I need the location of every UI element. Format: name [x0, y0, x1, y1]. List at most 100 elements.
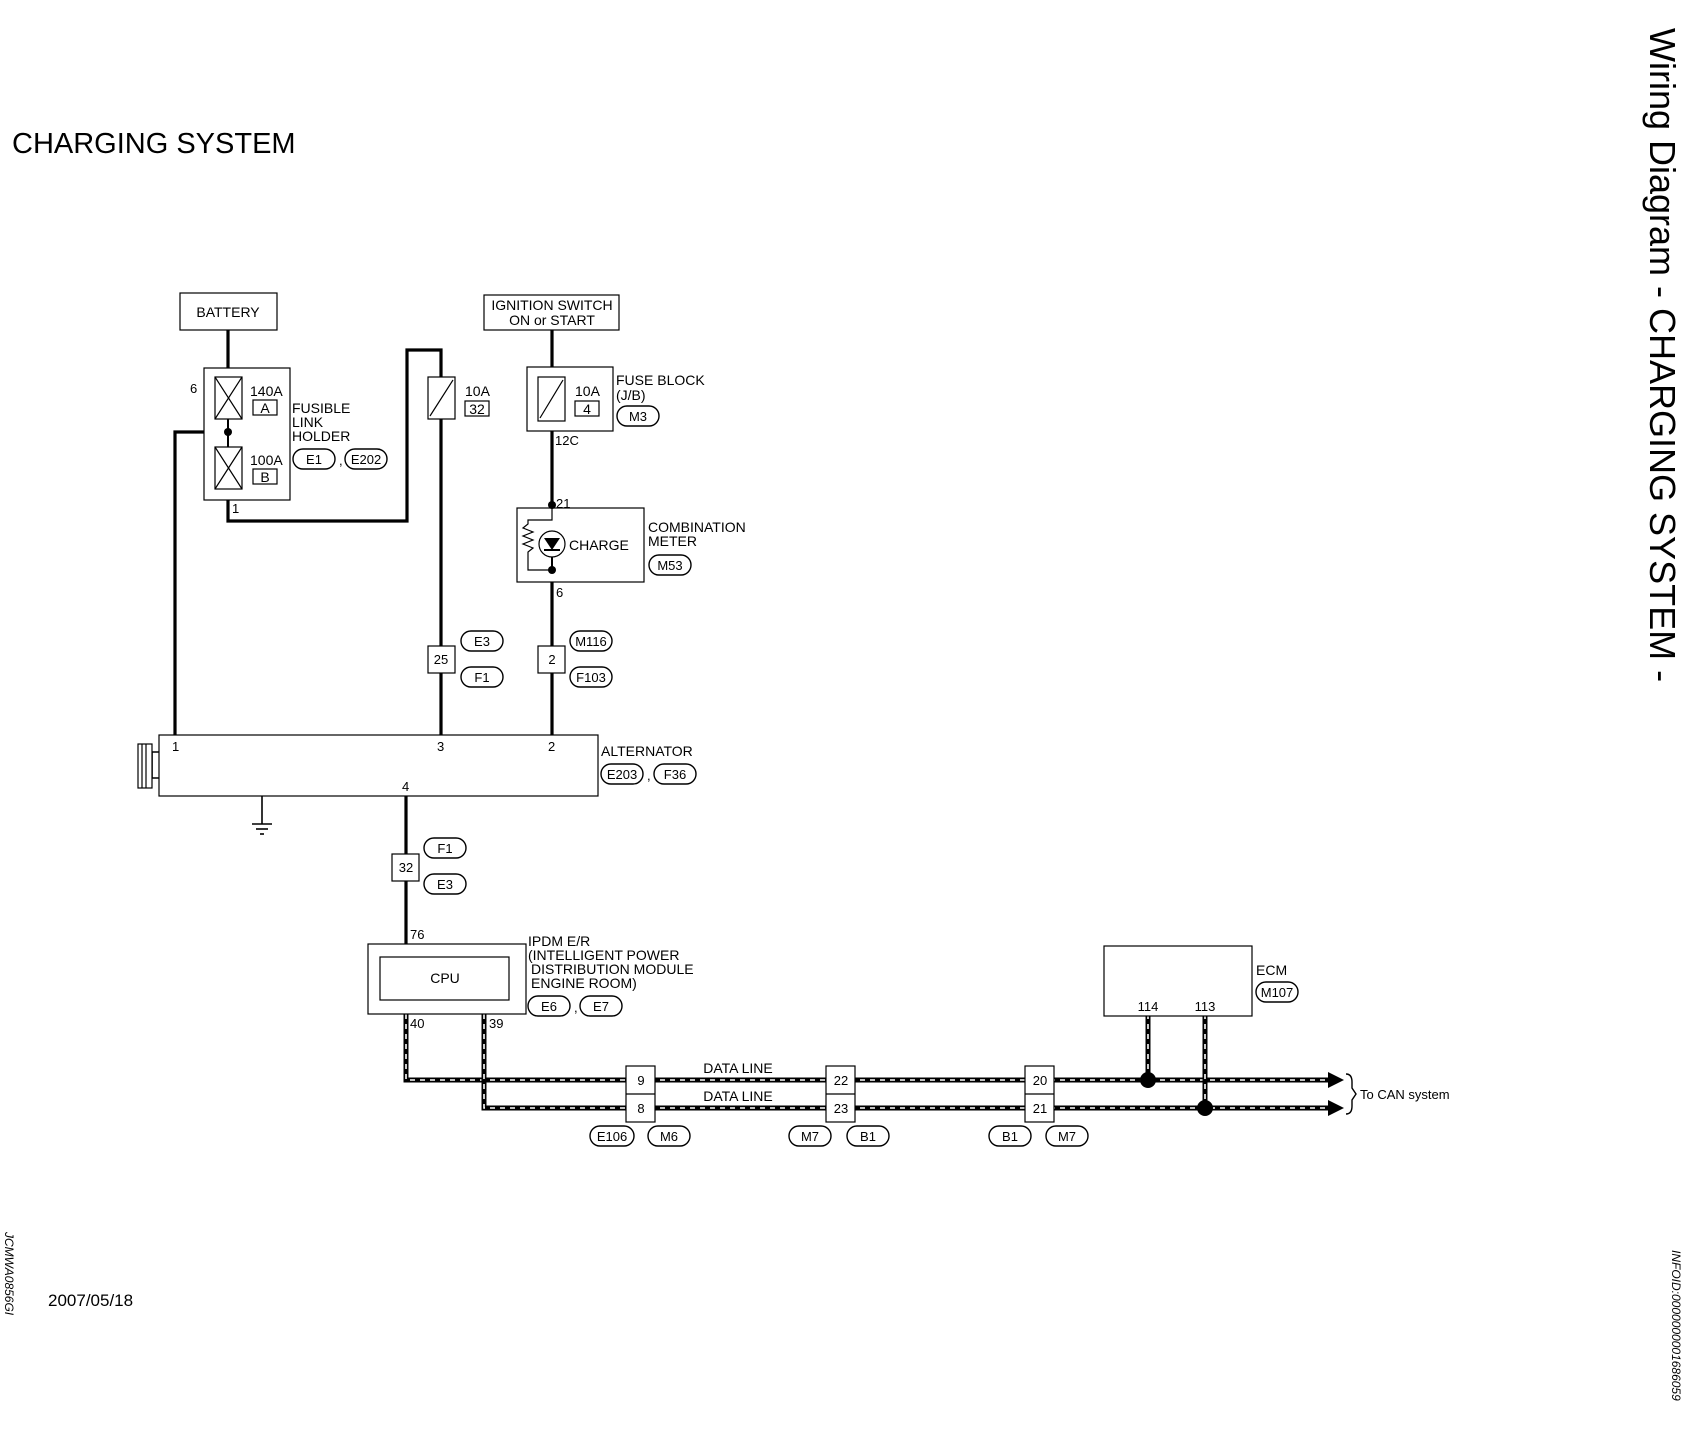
connector-badge — [589, 1125, 635, 1147]
junction-32 — [391, 853, 420, 882]
fuse-a-rating: 140A — [250, 383, 283, 399]
fuse-32-id: 32 — [469, 401, 485, 417]
alternator-name: ALTERNATOR — [601, 743, 693, 759]
can-h-line — [403, 1014, 1344, 1088]
fuse-block-name-line1: FUSE BLOCK — [616, 372, 705, 388]
alternator-pin-1: 1 — [172, 739, 179, 754]
fuse-b-rating: 100A — [250, 452, 283, 468]
ipdm-name-line1: IPDM E/R — [528, 933, 590, 949]
connector-badge — [846, 1125, 890, 1147]
junction-2 — [537, 645, 566, 674]
connector-badge — [423, 837, 467, 859]
ignition-label-line1: IGNITION SWITCH — [491, 297, 612, 313]
footer-left-code: JCMWA0856GI — [2, 1231, 16, 1316]
alternator — [137, 734, 599, 835]
connector-label: E203 — [607, 767, 637, 782]
fusible-link-holder — [203, 367, 291, 501]
connector-label: F36 — [664, 767, 686, 782]
joint-3-pin-bottom: 21 — [1033, 1101, 1047, 1116]
connector-badge — [648, 554, 692, 576]
ground-icon — [252, 823, 272, 835]
connector-badge — [647, 1125, 691, 1147]
joint-1-pin-bottom: 8 — [637, 1101, 644, 1116]
connector-separator: , — [647, 768, 651, 783]
battery-label: BATTERY — [196, 304, 260, 320]
connector-badge — [460, 666, 504, 688]
fusible-link-name-line2: LINK — [292, 414, 324, 430]
junction-2-pin: 2 — [548, 652, 555, 667]
fuse-block-id: 4 — [583, 401, 591, 417]
junction-32-pin: 32 — [399, 860, 413, 875]
connector-badge — [292, 448, 336, 470]
connector-label: B1 — [860, 1129, 876, 1144]
ipdm-name-line3: DISTRIBUTION MODULE — [531, 961, 694, 977]
joint-2-pin-bottom: 23 — [834, 1101, 848, 1116]
fusible-link-name-line3: HOLDER — [292, 428, 350, 444]
connector-label: M6 — [660, 1129, 678, 1144]
data-line-joint-3 — [1024, 1065, 1055, 1123]
connector-label: M3 — [629, 409, 647, 424]
connector-badge — [569, 630, 613, 652]
footer-info-id: INFOID:0000000001686059 — [1669, 1250, 1683, 1401]
ecm-name: ECM — [1256, 962, 1287, 978]
connector-badge — [1045, 1125, 1089, 1147]
fuse-b-id: B — [260, 469, 269, 485]
connector-label: B1 — [1002, 1129, 1018, 1144]
connector-badge — [460, 630, 504, 652]
connector-label: M116 — [575, 634, 607, 649]
alternator-pin-2: 2 — [548, 739, 555, 754]
connector-separator: , — [574, 1000, 578, 1015]
connector-badge — [616, 405, 660, 427]
connector-label: E7 — [593, 999, 609, 1014]
fuse-10a-32 — [427, 376, 490, 420]
joint-3-pin-top: 20 — [1033, 1073, 1047, 1088]
meter-name-line2: METER — [648, 533, 697, 549]
connector-badge — [527, 995, 571, 1017]
fuse-block — [526, 366, 614, 432]
footer-date: 2007/05/18 — [48, 1291, 133, 1310]
meter-pin-top: 21 — [556, 496, 570, 511]
connector-label: E3 — [474, 634, 490, 649]
fuse-a-id: A — [260, 400, 270, 416]
side-title: Wiring Diagram - CHARGING SYSTEM - — [1642, 28, 1683, 682]
cpu-box — [379, 956, 510, 1001]
alternator-pin-4: 4 — [402, 779, 409, 794]
connector-label: F1 — [474, 670, 489, 685]
connector-label: E202 — [351, 452, 381, 467]
data-line-label-bottom: DATA LINE — [703, 1088, 773, 1104]
connector-label: F103 — [576, 670, 606, 685]
connector-label: E6 — [541, 999, 557, 1014]
fusible-link-pin-left: 6 — [190, 381, 197, 396]
ignition-label-line2: ON or START — [509, 312, 595, 328]
fusible-link-name-line1: FUSIBLE — [292, 400, 350, 416]
data-line-joint-1 — [625, 1065, 656, 1123]
ipdm-er — [367, 943, 527, 1015]
junction-25-pin: 25 — [434, 652, 448, 667]
ipdm-pin-top: 76 — [410, 927, 424, 942]
can-system-bracket — [1345, 1073, 1357, 1115]
alternator-pulley-icon — [137, 743, 153, 789]
connector-badge — [1255, 981, 1299, 1003]
ipdm-pin-can-h: 40 — [410, 1016, 424, 1031]
fuse-block-name-line2: (J/B) — [616, 387, 646, 403]
ignition-switch-box — [483, 294, 620, 331]
connector-label: E106 — [597, 1129, 627, 1144]
connector-label: E1 — [306, 452, 322, 467]
meter-name-line1: COMBINATION — [648, 519, 746, 535]
ipdm-name-line2: (INTELLIGENT POWER — [528, 947, 679, 963]
ipdm-pin-can-l: 39 — [489, 1016, 503, 1031]
junction-25 — [427, 645, 456, 674]
ecm-pin-113: 113 — [1195, 999, 1216, 1014]
fusible-link-pin-bottom: 1 — [232, 501, 239, 516]
connector-label: F1 — [437, 841, 452, 856]
meter-pin-bottom: 6 — [556, 585, 563, 600]
connector-separator: , — [339, 453, 343, 468]
connector-badge — [653, 763, 697, 785]
connector-badge — [988, 1125, 1032, 1147]
ecm-can-l-drop — [1197, 1014, 1213, 1116]
connector-label: M53 — [657, 558, 682, 573]
connector-badge — [423, 873, 467, 895]
cpu-label: CPU — [430, 970, 460, 986]
joint-2-pin-top: 22 — [834, 1073, 848, 1088]
fuse-32-rating: 10A — [465, 383, 491, 399]
